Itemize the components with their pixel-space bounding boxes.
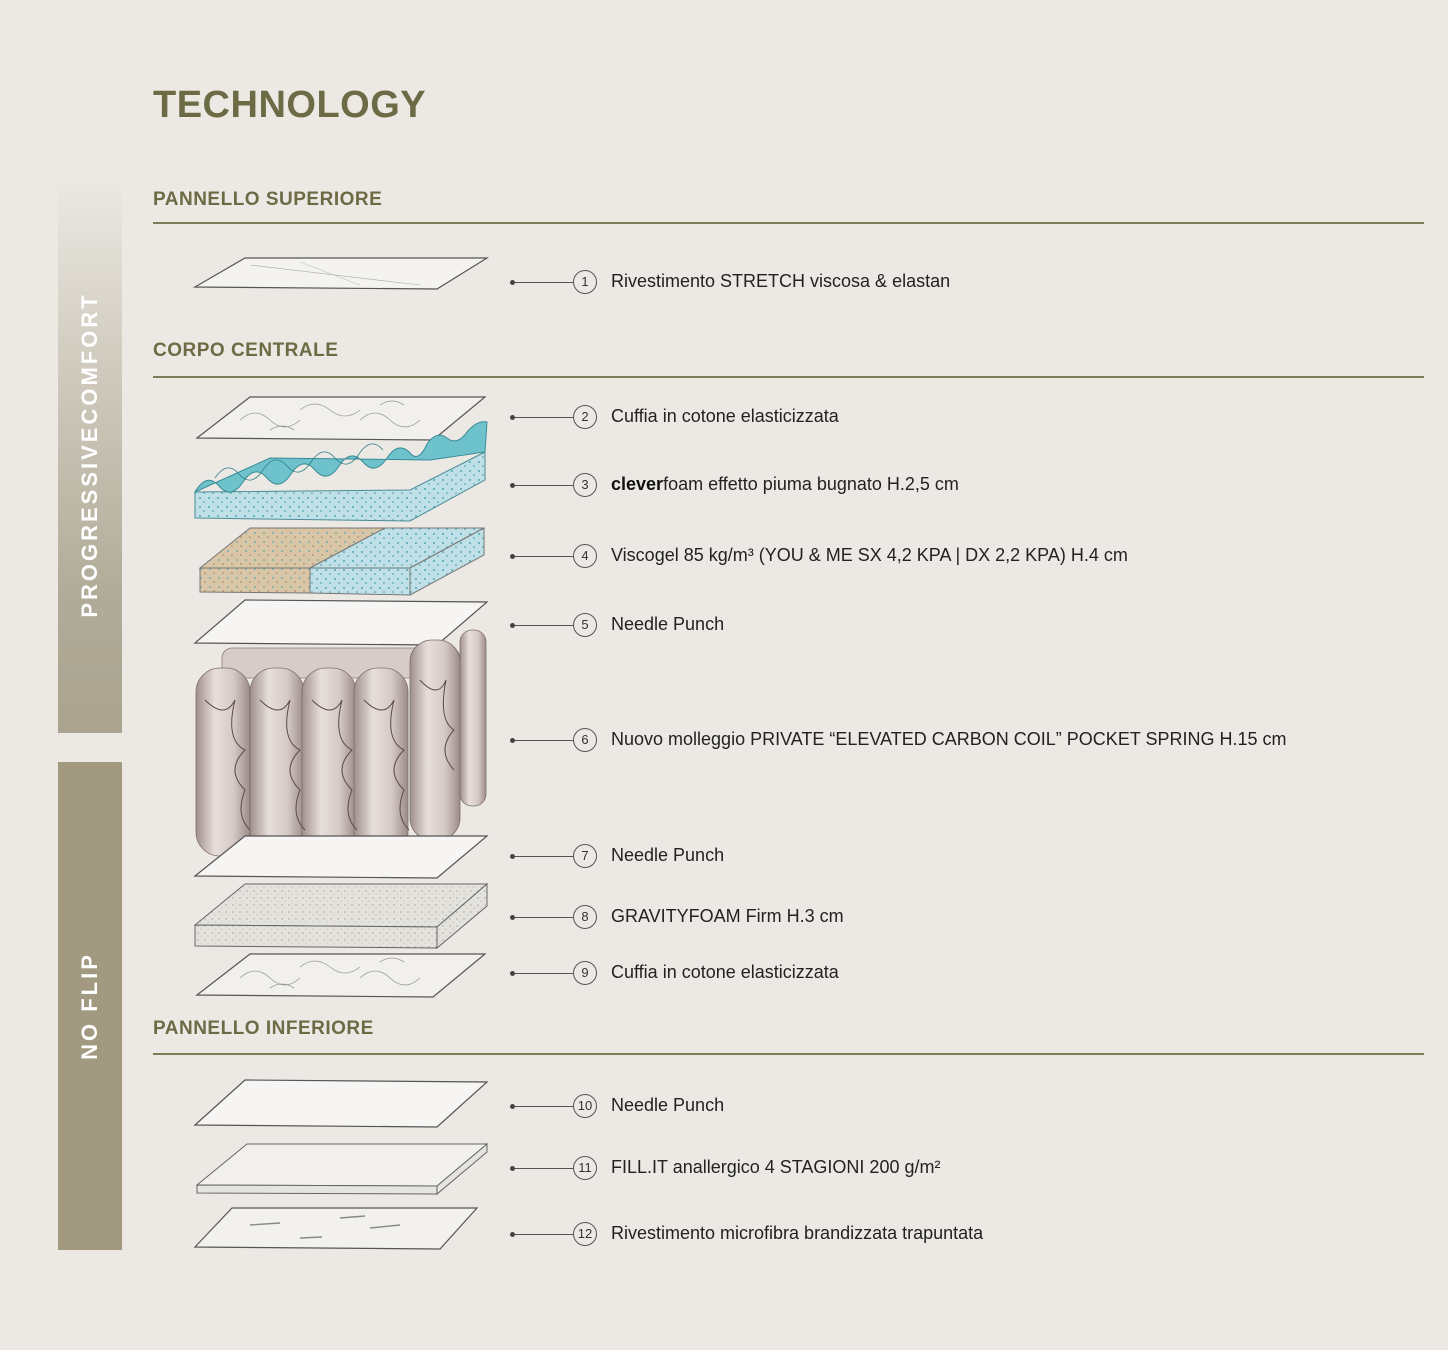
layer-label: Needle Punch	[611, 614, 725, 634]
layer-3-cleverfoam-drawing	[193, 421, 488, 522]
leader-line	[513, 740, 573, 741]
layer-label: Cuffia in cotone elasticizzata	[611, 406, 839, 426]
layer-6-pocket-springs-drawing	[195, 629, 487, 857]
layer-2-cotton-cap-drawing	[195, 396, 487, 441]
layer-label: GRAVITYFOAM Firm H.3 cm	[611, 906, 844, 926]
leader-dot	[510, 971, 515, 976]
layer-label: FILL.IT anallergico 4 STAGIONI 200 g/m²	[611, 1157, 941, 1177]
layer-number-badge: 10	[573, 1094, 597, 1118]
layer-number-badge: 12	[573, 1222, 597, 1246]
leader-dot	[510, 915, 515, 920]
leader-dot	[510, 1104, 515, 1109]
mattress-layers-illustration	[192, 257, 490, 1250]
layer-number-badge: 4	[573, 544, 597, 568]
leader-line	[513, 282, 573, 283]
page-title: TECHNOLOGY	[153, 84, 427, 126]
leader-dot	[510, 1232, 515, 1237]
section-heading-central-body: CORPO CENTRALE	[153, 340, 339, 361]
no-flip-band: NO FLIP	[58, 762, 122, 1250]
leader-line	[513, 1106, 573, 1107]
section-divider-center	[153, 376, 1424, 378]
layer-9-cotton-cap-drawing	[195, 953, 487, 998]
layer-number-badge: 3	[573, 473, 597, 497]
brand-name-strong: clever	[611, 474, 664, 494]
layer-number-badge: 5	[573, 613, 597, 637]
layer-label: Cuffia in cotone elasticizzata	[611, 962, 839, 982]
leader-line	[513, 1168, 573, 1169]
leader-dot	[510, 415, 515, 420]
layer-10-needle-punch-drawing	[193, 1079, 489, 1128]
section-heading-top-panel: PANNELLO SUPERIORE	[153, 189, 383, 210]
leader-dot	[510, 1166, 515, 1171]
leader-line	[513, 556, 573, 557]
leader-dot	[510, 623, 515, 628]
layer-number-badge: 8	[573, 905, 597, 929]
leader-line	[513, 625, 573, 626]
layer-number-badge: 2	[573, 405, 597, 429]
layer-1-stretch-cover-drawing	[192, 257, 490, 290]
leader-line	[513, 856, 573, 857]
layer-4-viscogel-drawing	[198, 527, 485, 596]
section-divider-top	[153, 222, 1424, 224]
brand-name-light: foam	[663, 474, 704, 494]
layer-label: Needle Punch	[611, 1095, 725, 1115]
leader-line	[513, 1234, 573, 1235]
leader-line	[513, 917, 573, 918]
layer-number-badge: 9	[573, 961, 597, 985]
progressive-comfort-band: PROGRESSIVECOMFORT	[58, 176, 122, 733]
layer-label: Rivestimento microfibra brandizzata trap…	[611, 1223, 984, 1243]
layer-5-needle-punch-drawing	[193, 599, 489, 646]
layer-8-gravityfoam-drawing	[193, 882, 489, 950]
layer-number-badge: 1	[573, 270, 597, 294]
layer-number-badge: 11	[573, 1156, 597, 1180]
layer-label: Rivestimento STRETCH viscosa & elastan	[611, 271, 951, 291]
leader-dot	[510, 738, 515, 743]
layer-12-microfibre-cover-drawing	[193, 1207, 479, 1250]
layer-label: Viscogel 85 kg/m³ (YOU & ME SX 4,2 KPA |…	[611, 545, 1128, 565]
layer-label: Nuovo molleggio PRIVATE “ELEVATED CARBON…	[611, 729, 1287, 749]
leader-dot	[510, 854, 515, 859]
leader-dot	[510, 280, 515, 285]
layer-number-badge: 6	[573, 728, 597, 752]
layer-label-text: effetto piuma bugnato H.2,5 cm	[703, 474, 959, 494]
leader-line	[513, 417, 573, 418]
layer-11-fillit-drawing	[195, 1142, 489, 1196]
leader-line	[513, 485, 573, 486]
layer-label: Needle Punch	[611, 845, 725, 865]
layer-number-badge: 7	[573, 844, 597, 868]
section-divider-bottom	[153, 1053, 1424, 1055]
layer-label: cleverfoam effetto piuma bugnato H.2,5 c…	[611, 474, 959, 495]
leader-dot	[510, 554, 515, 559]
leader-line	[513, 973, 573, 974]
section-heading-bottom-panel: PANNELLO INFERIORE	[153, 1018, 374, 1039]
layer-7-needle-punch-drawing	[193, 835, 489, 879]
leader-dot	[510, 483, 515, 488]
